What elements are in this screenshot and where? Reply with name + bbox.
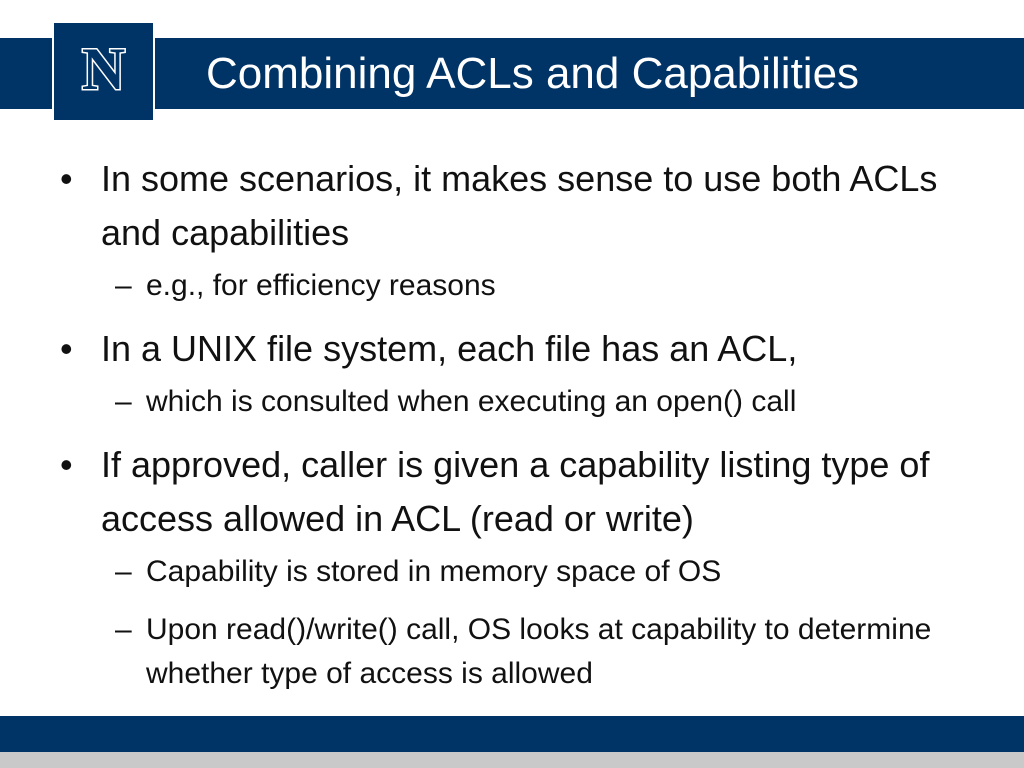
n-logo-icon: N <box>80 35 126 104</box>
sub-bullet-item: – Upon read()/write() call, OS looks at … <box>60 608 980 696</box>
bullet-item: • If approved, caller is given a capabil… <box>60 438 980 546</box>
sub-bullet-item: – e.g., for efficiency reasons <box>60 264 980 308</box>
sub-bullet-text: which is consulted when executing an ope… <box>146 385 797 418</box>
footer-bar <box>0 716 1024 752</box>
footer-strip <box>0 752 1024 768</box>
slide-title: Combining ACLs and Capabilities <box>206 49 860 98</box>
dash-mark: – <box>115 555 132 588</box>
bullet-mark: • <box>60 444 73 485</box>
university-n-logo: N <box>52 21 155 122</box>
bullet-mark: • <box>60 328 73 369</box>
bullet-mark: • <box>60 158 73 199</box>
bullet-text: If approved, caller is given a capabilit… <box>101 444 930 539</box>
logo-letter: N <box>82 36 125 102</box>
bullet-item: • In a UNIX file system, each file has a… <box>60 322 980 376</box>
sub-bullet-text: Upon read()/write() call, OS looks at ca… <box>146 613 932 690</box>
bullet-text: In some scenarios, it makes sense to use… <box>101 158 938 253</box>
sub-bullet-text: e.g., for efficiency reasons <box>146 269 496 302</box>
bullet-item: • In some scenarios, it makes sense to u… <box>60 152 980 260</box>
sub-bullet-text: Capability is stored in memory space of … <box>146 555 722 588</box>
dash-mark: – <box>115 385 132 418</box>
bullet-list: • In some scenarios, it makes sense to u… <box>60 152 980 710</box>
sub-bullet-item: – which is consulted when executing an o… <box>60 380 980 424</box>
dash-mark: – <box>115 613 132 646</box>
sub-bullet-item: – Capability is stored in memory space o… <box>60 550 980 594</box>
dash-mark: – <box>115 269 132 302</box>
bullet-text: In a UNIX file system, each file has an … <box>101 328 798 369</box>
title-bar <box>0 38 1024 109</box>
